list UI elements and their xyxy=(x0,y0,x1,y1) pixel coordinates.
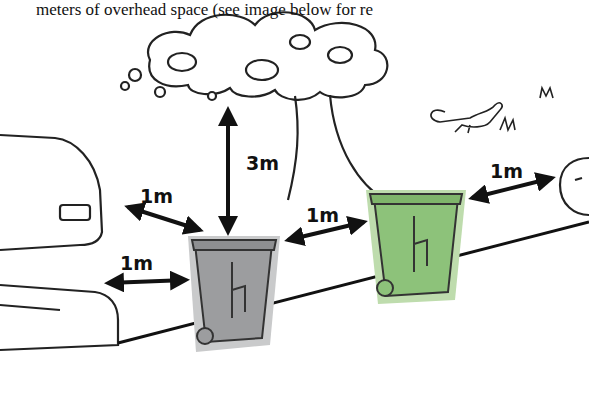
cropped-note: meters of overhead space (see image belo… xyxy=(36,0,373,20)
dimension-label: 1m xyxy=(306,204,339,226)
tree xyxy=(121,12,387,200)
green-cart xyxy=(366,190,466,304)
dimension-label: 1m xyxy=(490,160,523,182)
dimension-label: 1m xyxy=(120,252,153,274)
dimension-label: 3m xyxy=(246,152,279,174)
dimension-arrows xyxy=(108,110,552,283)
squirrel xyxy=(431,88,553,133)
grey-cart xyxy=(188,236,280,352)
vehicles xyxy=(0,135,589,350)
dimension-label: 1m xyxy=(140,185,173,207)
